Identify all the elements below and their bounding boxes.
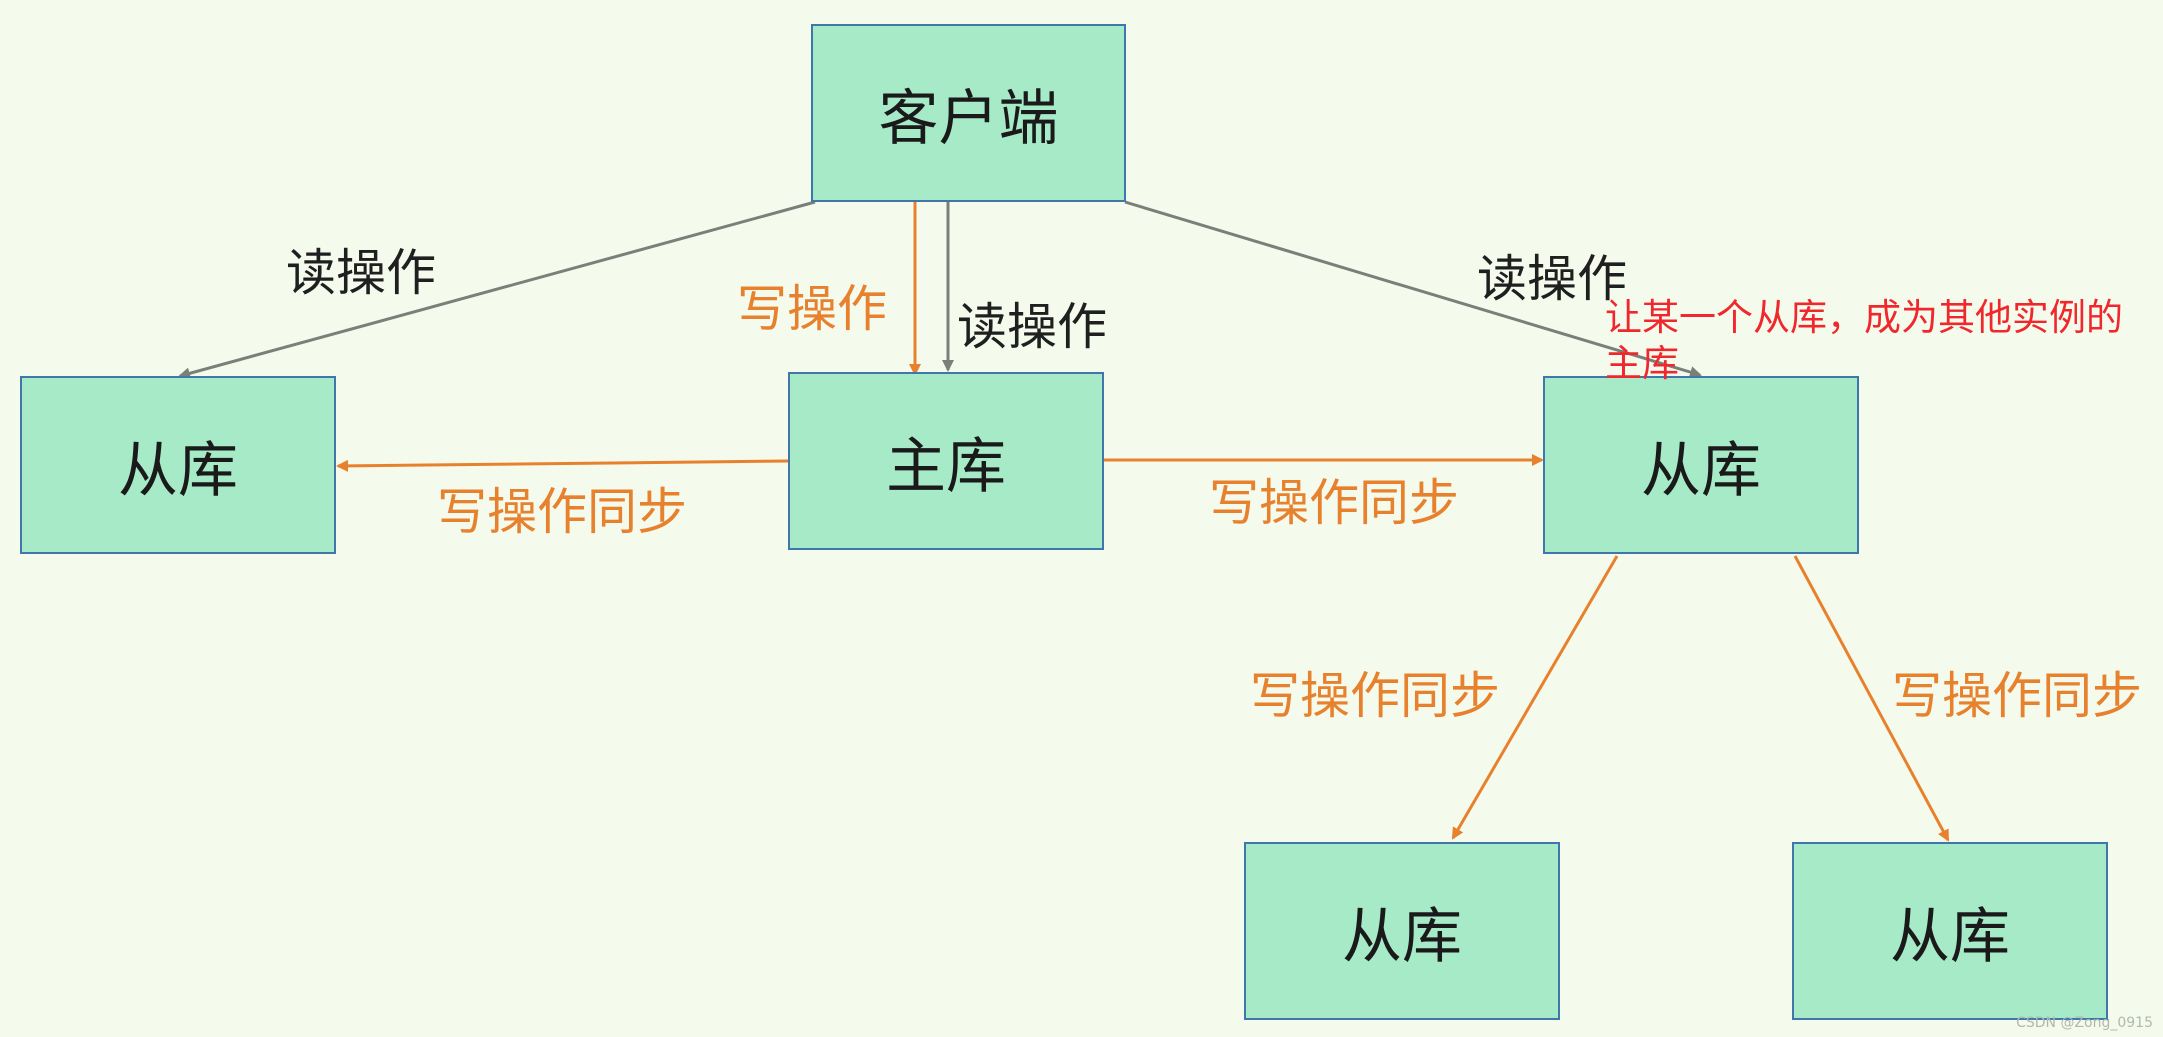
watermark: CSDN @Zong_0915 xyxy=(2016,1015,2153,1031)
label-read-master: 读操作 xyxy=(957,298,1107,356)
label-sync-left: 写操作同步 xyxy=(437,483,687,541)
label-read-left: 读操作 xyxy=(286,244,436,302)
label-sync-bottom-left: 写操作同步 xyxy=(1250,667,1500,725)
slave-bottom-left-node: 从库 xyxy=(1244,842,1560,1020)
edge-read-right xyxy=(1124,200,1702,378)
edge-sync-bottom-left xyxy=(1451,555,1619,840)
slave-bottom-right-node: 从库 xyxy=(1792,842,2108,1020)
slave-right-node: 从库 xyxy=(1543,376,1859,554)
client-node: 客户端 xyxy=(811,24,1126,202)
label-read-right: 读操作 xyxy=(1477,250,1627,308)
annotation-text: 让某一个从库，成为其他实例的主库 xyxy=(1605,296,2123,385)
label-write-master: 写操作 xyxy=(737,280,887,338)
edge-sync-left xyxy=(336,459,789,472)
label-sync-right: 写操作同步 xyxy=(1209,474,1459,532)
edge-read-left xyxy=(178,200,816,380)
label-sync-bottom-right: 写操作同步 xyxy=(1892,667,2142,725)
master-node: 主库 xyxy=(788,372,1104,550)
edge-sync-bottom-right xyxy=(1793,555,1950,842)
slave-left-node: 从库 xyxy=(20,376,336,554)
